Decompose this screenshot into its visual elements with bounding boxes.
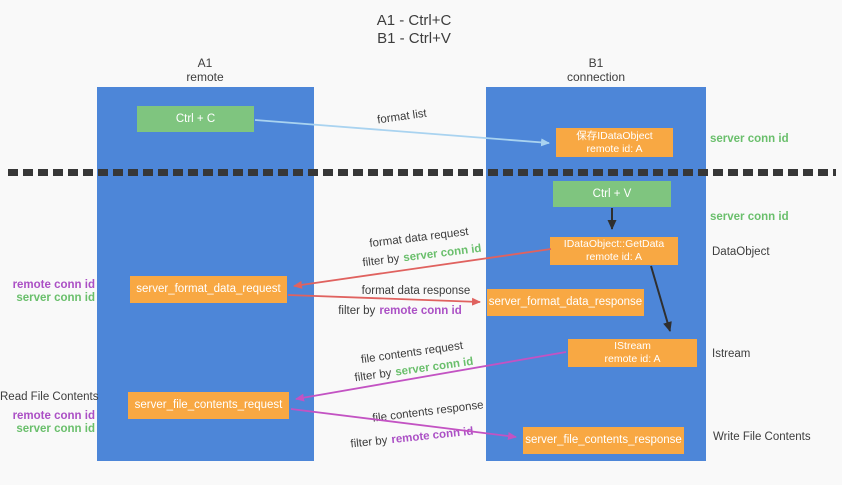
node-ctrl-c-label: Ctrl + C <box>175 112 216 125</box>
message-filter-by-remote-conn-id-1: filter by remote conn id <box>320 303 480 319</box>
node-istream-title: IStream <box>614 340 651 352</box>
annotation-read-file-contents: Read File Contents <box>0 391 99 403</box>
node-ctrl-c: Ctrl + C <box>137 106 254 132</box>
lane-b1-name: B1 <box>588 56 604 70</box>
annotation-istream: Istream <box>712 348 751 360</box>
node-server-format-data-response: server_format_data_response <box>487 289 644 316</box>
node-server-file-contents-response: server_file_contents_response <box>523 427 684 454</box>
annotation-server-conn-id-top: server conn id <box>710 133 789 145</box>
session-divider-dotted-line <box>8 169 836 176</box>
node-save-idataobject: 保存IDataObject remote id: A <box>556 128 673 157</box>
annotation-server-conn-id-left-2: server conn id <box>16 423 95 435</box>
node-ctrl-v-label: Ctrl + V <box>592 187 632 200</box>
node-idataobject-getdata: IDataObject::GetData remote id: A <box>550 237 678 265</box>
node-getdata-subtitle: remote id: A <box>585 251 643 263</box>
node-file-request-label: server_file_contents_request <box>134 399 283 411</box>
filter-by-text: filter by <box>361 252 401 270</box>
format-data-response-text: format data response <box>361 285 471 297</box>
node-ctrl-v: Ctrl + V <box>553 181 671 207</box>
node-server-file-contents-request: server_file_contents_request <box>128 392 289 419</box>
annotation-remote-conn-id-2: remote conn id <box>12 410 95 422</box>
file-contents-response-text: file contents response <box>371 399 485 425</box>
remote-conn-id-text: remote conn id <box>379 305 462 317</box>
node-istream: IStream remote id: A <box>568 339 697 367</box>
filter-by-text: filter by <box>338 305 376 317</box>
message-format-data-response: format data response <box>341 283 491 299</box>
node-format-response-label: server_format_data_response <box>488 296 643 308</box>
node-save-idataobject-title: 保存IDataObject <box>576 129 653 142</box>
annotation-remote-conn-id-1: remote conn id <box>12 279 95 291</box>
lane-a1-name: A1 <box>197 56 213 70</box>
lane-b1-role: connection <box>566 70 626 84</box>
node-istream-subtitle: remote id: A <box>604 353 661 365</box>
title-line-a1: A1 - Ctrl+C <box>376 12 452 29</box>
remote-conn-id-text: remote conn id <box>390 425 475 447</box>
node-getdata-title: IDataObject::GetData <box>563 238 665 250</box>
annotation-server-conn-id-left-1: server conn id <box>16 292 95 304</box>
annotation-write-file-contents: Write File Contents <box>713 431 811 443</box>
format-list-text: format list <box>376 107 428 127</box>
diagram-title: A1 - Ctrl+C B1 - Ctrl+V <box>329 12 499 48</box>
annotation-server-conn-id-mid: server conn id <box>710 211 789 223</box>
lane-header-a1: A1 remote <box>140 56 270 84</box>
message-format-list: format list <box>341 101 462 134</box>
node-format-request-label: server_format_data_request <box>136 283 281 295</box>
lane-header-b1: B1 connection <box>531 56 661 84</box>
node-server-format-data-request: server_format_data_request <box>130 276 287 303</box>
title-line-b1: B1 - Ctrl+V <box>377 30 451 47</box>
node-file-response-label: server_file_contents_response <box>525 434 682 446</box>
annotation-dataobject: DataObject <box>712 246 770 258</box>
lane-a1-role: remote <box>186 70 224 84</box>
node-save-idataobject-subtitle: remote id: A <box>586 142 643 155</box>
filter-by-text: filter by <box>349 434 389 451</box>
